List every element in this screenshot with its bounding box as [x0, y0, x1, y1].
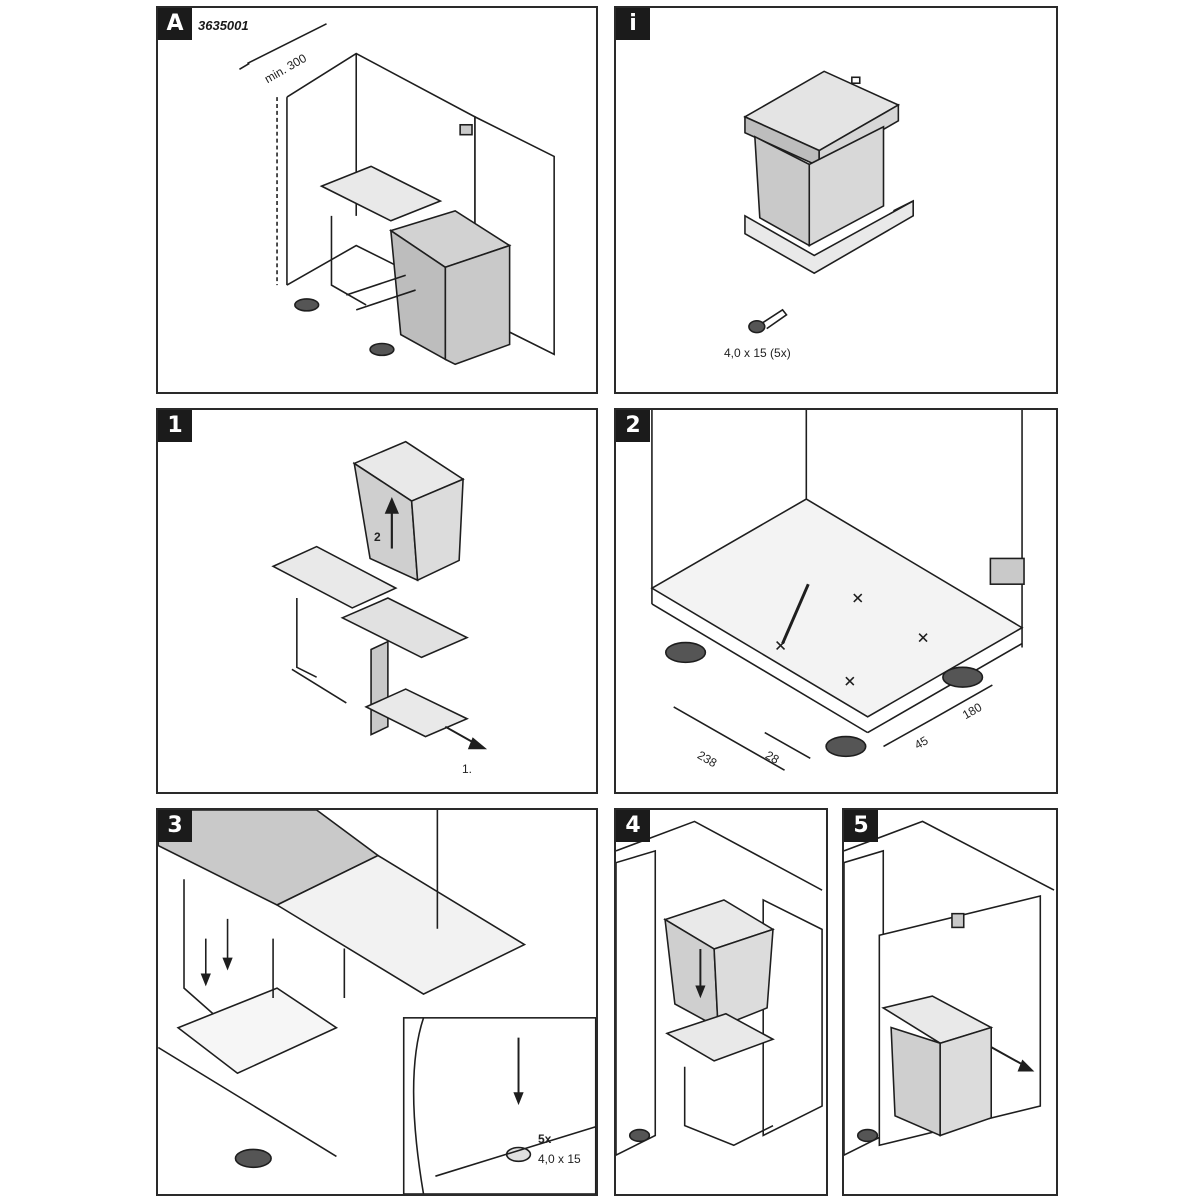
cabinet-floor-marking-illustration: [650, 410, 1025, 771]
step-3-badge: 3: [158, 810, 192, 842]
panel-step-2: 2 238 28 45 180: [614, 408, 1058, 794]
panel-a-overview: A 3635001 min. 300: [156, 6, 598, 394]
panel-step-5: 5: [842, 808, 1058, 1196]
step-1-badge: 1: [158, 410, 192, 442]
arrow-up-step-number: 2: [374, 530, 381, 544]
screw-count-label: 5x: [538, 1132, 552, 1146]
panel-step-3: 3 5x 4,0 x 15: [156, 808, 598, 1196]
step-4-badge: 4: [616, 810, 650, 842]
step-2-badge: 2: [616, 410, 650, 442]
screw-size-label: 4,0 x 15: [538, 1152, 581, 1166]
close-door-illustration: [844, 820, 1055, 1156]
arrow-out-step-number: 1.: [462, 762, 473, 776]
step-5-badge: 5: [844, 810, 878, 842]
bin-unit-illustration: [743, 70, 914, 334]
remove-bin-illustration: [271, 440, 488, 750]
panel-a-badge: A: [158, 8, 192, 40]
panel-step-4: 4: [614, 808, 828, 1196]
insert-bin-illustration: [616, 820, 823, 1156]
cabinet-with-bins-illustration: [239, 23, 555, 366]
article-number: 3635001: [198, 18, 249, 33]
screw-spec-label: 4,0 x 15 (5x): [724, 346, 791, 360]
panel-i-contents: i 4,0 x 15 (5x): [614, 6, 1058, 394]
panel-step-1: 1 2 1.: [156, 408, 598, 794]
screw-frame-illustration: [158, 810, 596, 1194]
panel-i-badge: i: [616, 8, 650, 40]
